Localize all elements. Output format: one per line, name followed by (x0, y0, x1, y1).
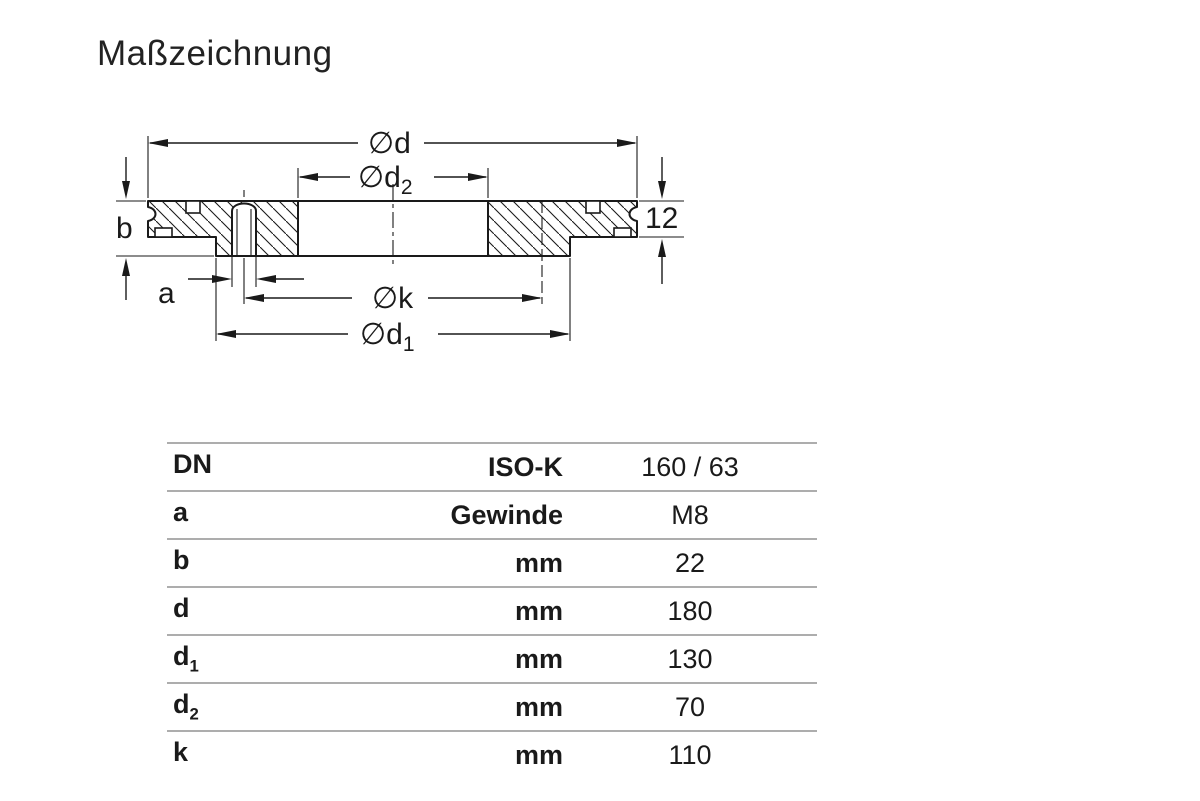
param-unit: mm (514, 739, 563, 770)
param-unit: mm (514, 595, 563, 626)
table-row: d2 mm 70 (167, 682, 817, 730)
param-value: 70 (674, 691, 706, 722)
flange-section (147, 200, 638, 257)
param-unit: ISO-K (487, 451, 563, 482)
param-symbol: d1 (173, 641, 199, 676)
dim-label-d: ∅d (368, 127, 411, 160)
table-row: d1 mm 130 (167, 634, 817, 682)
groove-notch-left (185, 200, 201, 214)
dim-label-thickness: 12 (645, 202, 678, 235)
dim-label-k: ∅k (372, 282, 414, 315)
param-unit: mm (514, 691, 563, 722)
dim-label-b: b (116, 212, 133, 245)
param-symbol: d2 (173, 689, 199, 724)
param-value: 110 (668, 739, 712, 770)
table-row: d mm 180 (167, 586, 817, 634)
bottom-groove-right (613, 227, 632, 238)
param-symbol: d (173, 593, 190, 624)
param-symbol: b (173, 545, 190, 576)
param-value: 180 (667, 595, 713, 626)
dim-d1: ∅d1 (215, 258, 571, 356)
param-symbol: DN (173, 449, 212, 480)
dim-d: ∅d (147, 127, 638, 198)
dim-label-d1: ∅d1 (360, 318, 415, 356)
param-unit: mm (514, 547, 563, 578)
param-unit: mm (514, 643, 563, 674)
param-symbol: k (173, 737, 189, 768)
table-row: DN ISO-K 160 / 63 (167, 442, 817, 490)
dim-label-a: a (158, 277, 175, 310)
dim-thickness: 12 (639, 157, 684, 284)
bottom-groove-left (154, 227, 173, 238)
dim-b: b (116, 157, 214, 300)
table-row: a Gewinde M8 (167, 490, 817, 538)
param-value: 130 (667, 643, 713, 674)
param-value: 160 / 63 (641, 451, 739, 482)
dim-k: ∅k (244, 282, 542, 315)
dimension-table: DN ISO-K 160 / 63 a Gewinde M8 b mm 22 d… (167, 442, 817, 778)
param-value: 22 (674, 547, 706, 578)
tapped-hole (231, 190, 257, 287)
param-symbol: a (173, 497, 189, 528)
dim-a: a (158, 275, 304, 310)
param-unit: Gewinde (450, 499, 563, 530)
table-row: b mm 22 (167, 538, 817, 586)
dim-d2: ∅d2 (297, 161, 489, 199)
page-title: Maßzeichnung (97, 34, 333, 73)
table-row: k mm 110 (167, 730, 817, 778)
dim-label-d2: ∅d2 (358, 161, 413, 199)
param-value: M8 (671, 499, 709, 530)
groove-notch-right (585, 200, 601, 214)
